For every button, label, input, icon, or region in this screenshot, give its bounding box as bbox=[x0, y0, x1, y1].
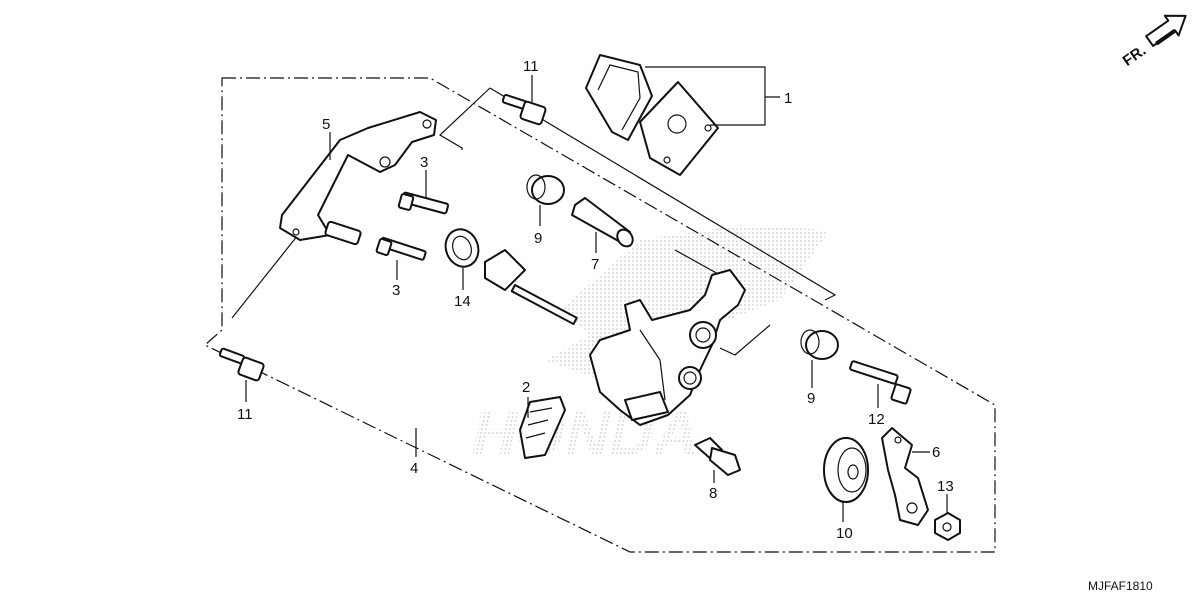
callouts: 1 2 3 3 4 5 6 7 8 9 9 10 11 11 12 13 14 bbox=[237, 58, 954, 542]
front-direction-indicator: FR. bbox=[1120, 14, 1187, 70]
honda-watermark: HONDA bbox=[465, 225, 830, 469]
callout-6: 6 bbox=[932, 444, 940, 461]
flange-nut bbox=[934, 512, 961, 541]
piston-seal-ring bbox=[444, 228, 480, 268]
mounting-bolt-12 bbox=[849, 360, 912, 405]
bracket-pin bbox=[324, 220, 362, 246]
callout-2: 2 bbox=[522, 379, 530, 396]
flange-bolt-lower bbox=[218, 347, 265, 382]
callout-8: 8 bbox=[709, 485, 717, 502]
caliper-bracket bbox=[279, 111, 437, 241]
front-direction-label: FR. bbox=[1120, 42, 1150, 70]
callout-9-upper: 9 bbox=[534, 230, 542, 247]
caliper-body bbox=[589, 269, 746, 426]
brake-pad-set bbox=[585, 54, 719, 176]
rubber-guard bbox=[823, 437, 869, 503]
pin-sleeve bbox=[571, 197, 634, 248]
diagram-code: MJFAF1810 bbox=[1088, 579, 1153, 593]
slide-pin-upper bbox=[397, 191, 450, 215]
leader-lines bbox=[245, 75, 948, 522]
boot-lower bbox=[800, 329, 839, 360]
callout-7: 7 bbox=[591, 256, 599, 273]
piston-with-rod bbox=[484, 249, 578, 326]
bleeder-screw bbox=[694, 437, 741, 476]
slide-pin-lower bbox=[375, 236, 427, 261]
callout-10: 10 bbox=[836, 525, 853, 542]
callout-11-upper: 11 bbox=[523, 58, 539, 75]
callout-9-lower: 9 bbox=[807, 390, 815, 407]
front-arrow-icon bbox=[1145, 14, 1187, 47]
callout-3-upper: 3 bbox=[420, 154, 428, 171]
callout-1: 1 bbox=[784, 90, 792, 107]
boot-upper bbox=[526, 174, 565, 205]
callout-12: 12 bbox=[868, 411, 885, 428]
callout-13: 13 bbox=[937, 478, 954, 495]
callout-11-lower: 11 bbox=[237, 406, 253, 423]
callout-4: 4 bbox=[410, 460, 418, 477]
assembly-outline-4 bbox=[203, 77, 996, 553]
callout-5: 5 bbox=[322, 116, 330, 133]
callout-3-lower: 3 bbox=[392, 282, 400, 299]
hose-clamp-plate bbox=[881, 427, 929, 526]
pad-spring-clip bbox=[519, 396, 566, 459]
assembly-outline-caliper bbox=[231, 87, 837, 356]
flange-bolt-upper bbox=[501, 94, 547, 126]
callout-14: 14 bbox=[454, 293, 471, 310]
